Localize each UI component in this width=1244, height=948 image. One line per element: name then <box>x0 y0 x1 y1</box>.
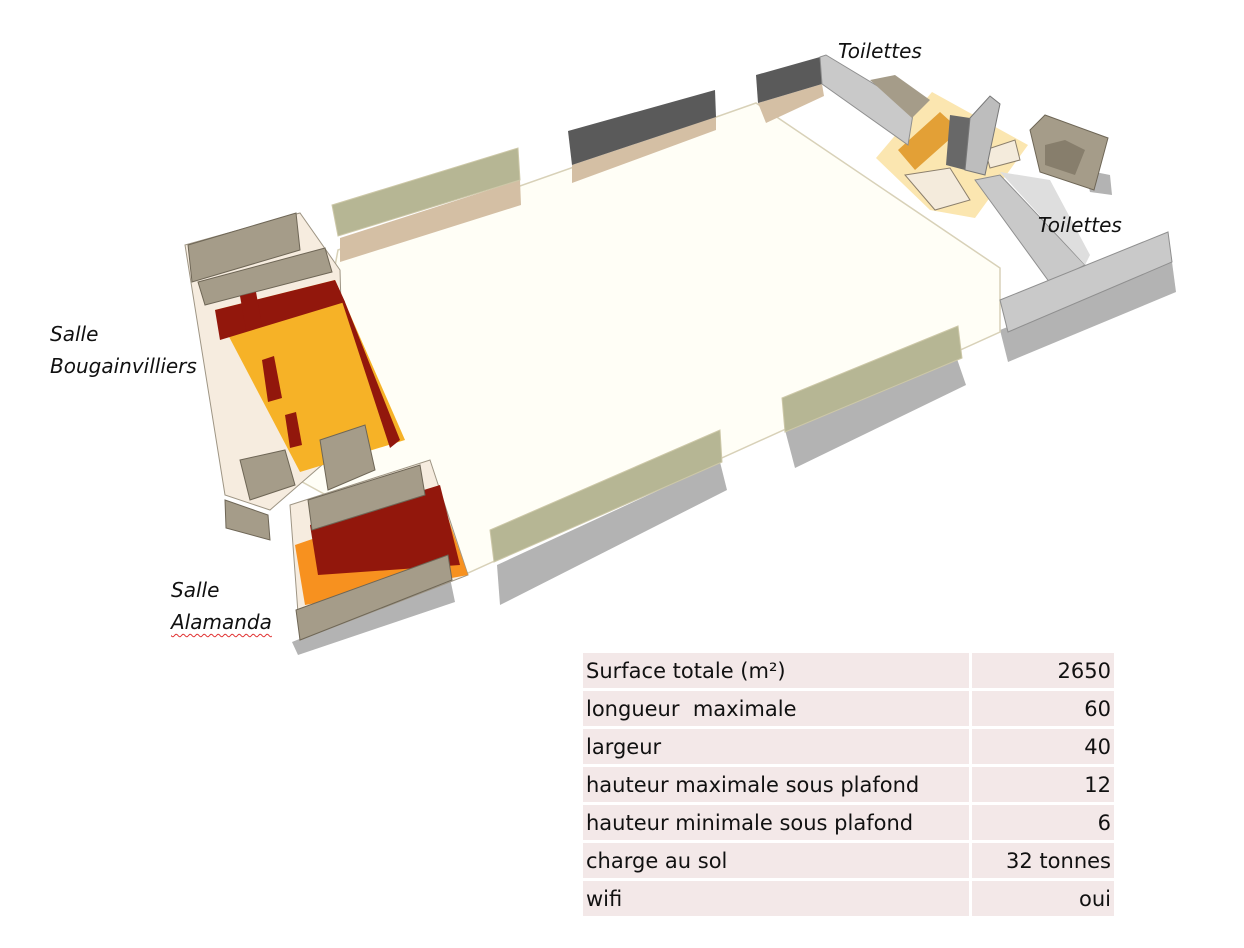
bougainvilliers-floor <box>215 280 405 472</box>
label-salle-bougainvilliers-line2: Bougainvilliers <box>50 354 197 378</box>
table-row: Surface totale (m²) 2650 <box>583 653 1114 691</box>
partition-back-left <box>331 147 521 237</box>
toilet-wall-long <box>819 54 915 146</box>
toilet-pillar-front <box>946 115 970 170</box>
partition-front-left <box>489 429 723 563</box>
table-row: charge au sol 32 tonnes <box>583 841 1114 881</box>
label-salle-alamanda-line1: Salle <box>171 578 220 602</box>
spec-value: 2650 <box>969 653 1114 691</box>
label-salle-alamanda-line2: Alamanda <box>171 610 272 634</box>
toilet-pillar-side <box>964 95 1001 176</box>
floor-shadows <box>340 84 824 262</box>
spec-label: wifi <box>583 879 971 919</box>
spec-label: largeur <box>583 727 971 767</box>
partition-back-right-dark <box>756 57 822 103</box>
alamanda-front-wall <box>295 554 453 641</box>
spec-label: hauteur minimale sous plafond <box>583 803 971 843</box>
front-partitions <box>489 325 963 563</box>
spec-label: longueur maximale <box>583 689 971 729</box>
left-rooms <box>184 212 469 641</box>
wall-east <box>999 231 1173 333</box>
label-toilettes-right: Toilettes <box>1038 213 1122 237</box>
table-row: longueur maximale 60 <box>583 689 1114 729</box>
spec-value: 60 <box>969 689 1114 729</box>
spec-label: charge au sol <box>583 841 971 881</box>
label-toilettes-top: Toilettes <box>838 39 922 63</box>
spec-value: 12 <box>969 765 1114 805</box>
label-salle-bougainvilliers-line1: Salle <box>50 322 99 346</box>
right-wall <box>974 172 1173 333</box>
partition-front-right <box>781 325 963 433</box>
spec-value: oui <box>969 879 1114 919</box>
spec-label: Surface totale (m²) <box>583 653 971 691</box>
spec-value: 6 <box>969 803 1114 843</box>
partition-back-dark <box>568 90 716 165</box>
table-row: wifi oui <box>583 879 1114 919</box>
spec-value: 40 <box>969 727 1114 767</box>
room-wall-top <box>187 212 301 283</box>
specifications-table: Surface totale (m²) 2650 longueur maxima… <box>583 653 1114 919</box>
back-partitions <box>331 57 822 237</box>
table-row: largeur 40 <box>583 727 1114 767</box>
spec-value: 32 tonnes <box>969 841 1114 881</box>
floor-plan-3d <box>184 54 1176 655</box>
table-row: hauteur minimale sous plafond 6 <box>583 803 1114 843</box>
spec-label: hauteur maximale sous plafond <box>583 765 971 805</box>
table-row: hauteur maximale sous plafond 12 <box>583 765 1114 805</box>
